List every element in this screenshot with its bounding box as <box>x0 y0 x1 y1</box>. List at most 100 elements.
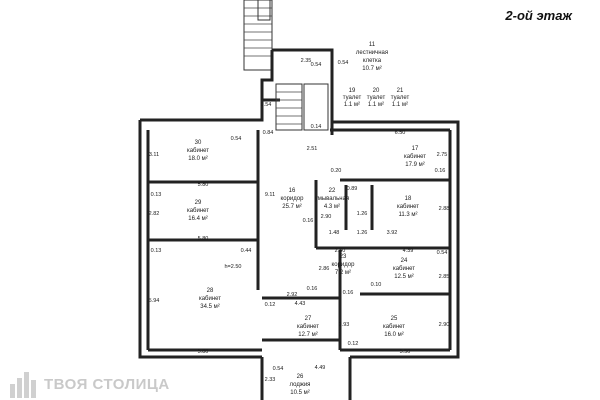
building-logo-icon <box>10 372 36 398</box>
svg-text:кабинет: кабинет <box>187 148 209 154</box>
svg-text:0.54: 0.54 <box>231 136 242 142</box>
svg-text:27: 27 <box>305 316 312 322</box>
room-18-label: 18 кабинет 11.3 м² <box>397 196 419 218</box>
svg-text:5.94: 5.94 <box>149 298 160 304</box>
svg-text:17.9 м²: 17.9 м² <box>405 162 424 168</box>
svg-text:2.92: 2.92 <box>287 292 298 298</box>
svg-text:11.3 м²: 11.3 м² <box>398 212 417 218</box>
svg-text:0.54: 0.54 <box>311 62 322 68</box>
svg-text:4.49: 4.49 <box>315 365 326 371</box>
svg-text:1.26: 1.26 <box>357 230 368 236</box>
svg-text:клетка: клетка <box>363 58 382 64</box>
room-27-label: 27 кабинет 12.7 м² <box>297 316 319 338</box>
svg-text:0.54: 0.54 <box>437 250 448 256</box>
svg-text:34.5 м²: 34.5 м² <box>200 304 219 310</box>
room-25-label: 25 кабинет 16.0 м² <box>383 316 405 338</box>
watermark-text: ТВОЯ СТОЛИЦА <box>44 375 170 393</box>
svg-text:18: 18 <box>405 196 412 202</box>
svg-text:5.80: 5.80 <box>198 236 209 242</box>
svg-text:0.84: 0.84 <box>263 130 274 136</box>
svg-text:5.80: 5.80 <box>198 182 209 188</box>
dimension-labels: 2.35 0.54 0.54 0.54 0.84 0.14 6.50 3.11 … <box>149 58 450 383</box>
svg-text:0.16: 0.16 <box>435 168 446 174</box>
svg-text:4.3 м²: 4.3 м² <box>324 204 340 210</box>
svg-text:25.7 м²: 25.7 м² <box>282 204 301 210</box>
svg-text:3.11: 3.11 <box>149 152 159 158</box>
svg-text:кабинет: кабинет <box>404 154 426 160</box>
svg-text:кабинет: кабинет <box>397 204 419 210</box>
outer-walls <box>138 100 460 400</box>
svg-text:2.35: 2.35 <box>301 58 312 64</box>
svg-text:2.90: 2.90 <box>321 214 332 220</box>
svg-text:2.51: 2.51 <box>307 146 318 152</box>
svg-text:19: 19 <box>349 88 356 94</box>
svg-text:0.54: 0.54 <box>273 366 284 372</box>
svg-text:0.54: 0.54 <box>338 60 349 66</box>
svg-text:1.1 м²: 1.1 м² <box>368 102 384 108</box>
svg-text:11: 11 <box>369 42 376 48</box>
svg-text:0.12: 0.12 <box>348 341 359 347</box>
interior-walls <box>146 128 452 352</box>
svg-text:2.93: 2.93 <box>339 322 350 328</box>
svg-text:4.39: 4.39 <box>403 248 414 254</box>
svg-text:4.43: 4.43 <box>295 301 306 307</box>
svg-text:23: 23 <box>340 254 347 260</box>
svg-text:2.90: 2.90 <box>439 322 450 328</box>
svg-text:2.85: 2.85 <box>439 274 450 280</box>
svg-text:0.12: 0.12 <box>265 302 276 308</box>
staircase-drawing <box>243 0 334 135</box>
svg-text:25: 25 <box>391 316 398 322</box>
svg-text:10.7 м²: 10.7 м² <box>362 66 381 72</box>
svg-text:0.16: 0.16 <box>307 286 318 292</box>
svg-text:16.0 м²: 16.0 м² <box>384 332 403 338</box>
svg-text:h=2.50: h=2.50 <box>225 264 242 270</box>
svg-text:0.14: 0.14 <box>311 124 322 130</box>
svg-text:лестничная: лестничная <box>356 50 388 56</box>
svg-text:28: 28 <box>207 288 214 294</box>
svg-text:12.5 м²: 12.5 м² <box>394 274 413 280</box>
svg-text:10.5 м²: 10.5 м² <box>290 390 309 396</box>
svg-text:6.50: 6.50 <box>395 130 406 136</box>
svg-text:туалет: туалет <box>343 95 362 101</box>
svg-text:кабинет: кабинет <box>297 324 319 330</box>
svg-text:20: 20 <box>373 88 380 94</box>
svg-text:21: 21 <box>397 88 404 94</box>
svg-text:29: 29 <box>195 200 202 206</box>
svg-text:26: 26 <box>297 374 304 380</box>
watermark: ТВОЯ СТОЛИЦА <box>8 370 170 398</box>
svg-text:кабинет: кабинет <box>187 208 209 214</box>
svg-text:0.10: 0.10 <box>371 282 382 288</box>
svg-text:коридор: коридор <box>332 262 356 268</box>
svg-text:кабинет: кабинет <box>393 266 415 272</box>
svg-text:16: 16 <box>289 188 296 194</box>
svg-text:18.0 м²: 18.0 м² <box>188 156 207 162</box>
svg-text:0.13: 0.13 <box>151 192 162 198</box>
svg-text:туалет: туалет <box>367 95 386 101</box>
svg-text:0.20: 0.20 <box>331 168 342 174</box>
svg-text:2.82: 2.82 <box>149 211 160 217</box>
svg-text:5.50: 5.50 <box>400 349 411 355</box>
floor-label: 2-ой этаж <box>505 8 572 23</box>
svg-text:кабинет: кабинет <box>383 324 405 330</box>
svg-text:0.54: 0.54 <box>261 102 272 108</box>
svg-text:1.1 м²: 1.1 м² <box>392 102 408 108</box>
svg-text:12.7 м²: 12.7 м² <box>298 332 317 338</box>
svg-text:2.86: 2.86 <box>319 266 330 272</box>
svg-text:2.75: 2.75 <box>437 152 448 158</box>
svg-text:0.44: 0.44 <box>241 248 252 254</box>
svg-text:умывальная: умывальная <box>315 196 349 202</box>
svg-text:0.16: 0.16 <box>343 290 354 296</box>
svg-text:5.80: 5.80 <box>198 349 209 355</box>
